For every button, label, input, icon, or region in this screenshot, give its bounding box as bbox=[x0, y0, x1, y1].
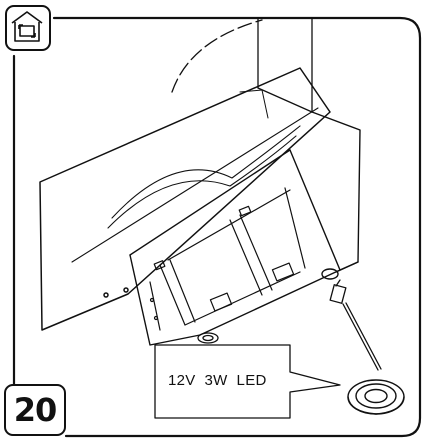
step-number: 20 bbox=[13, 391, 58, 429]
frame-border bbox=[12, 16, 422, 438]
step-badge: 20 bbox=[4, 384, 66, 436]
lamp-socket bbox=[197, 332, 219, 344]
connector-wire bbox=[329, 279, 382, 371]
home-frame-icon bbox=[11, 11, 43, 42]
glass-panel bbox=[39, 67, 331, 331]
home-frame-badge bbox=[5, 5, 51, 51]
chimney bbox=[171, 17, 313, 113]
led-lamp bbox=[347, 379, 405, 415]
callout-box bbox=[154, 344, 341, 419]
filter-bays bbox=[149, 187, 306, 331]
led-spec-label: 12V 3W LED bbox=[168, 372, 267, 389]
hood-body bbox=[129, 111, 361, 346]
